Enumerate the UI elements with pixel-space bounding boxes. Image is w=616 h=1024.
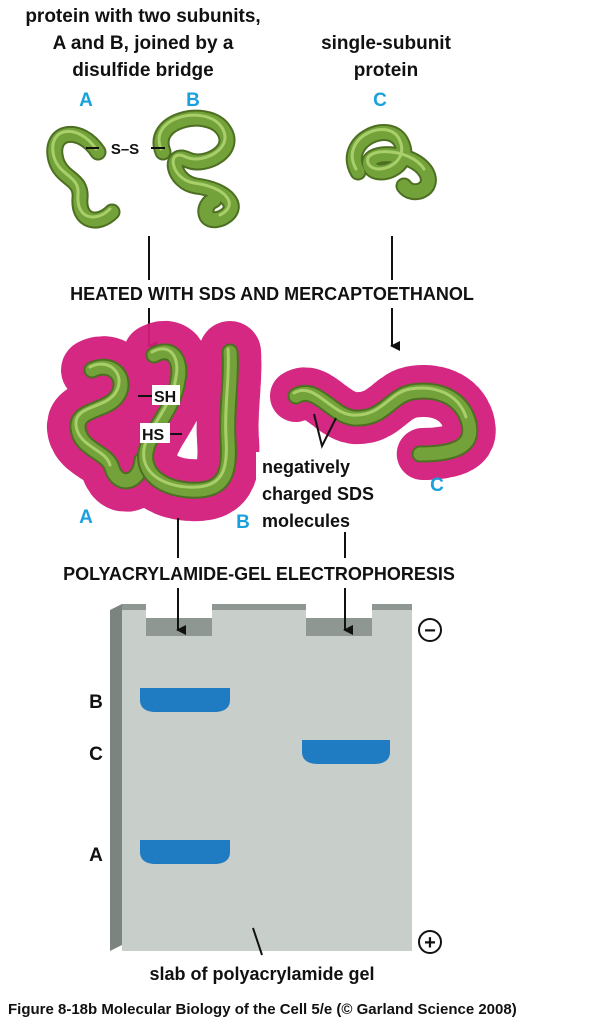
cathode-minus-icon	[418, 618, 442, 642]
top-subunit-label-a: A	[79, 90, 93, 111]
gel-caption: slab of polyacrylamide gel	[149, 964, 374, 984]
top-subunit-label-b: B	[186, 90, 200, 111]
gel-band-a	[140, 840, 230, 864]
gel-band-label-b: B	[89, 692, 103, 713]
gel-band-label-a: A	[89, 845, 103, 866]
step-heated-label: HEATED WITH SDS AND MERCAPTOETHANOL	[70, 284, 474, 304]
protein-a-unfolded	[69, 358, 151, 490]
gel-band-label-c: C	[89, 744, 103, 765]
middle-subunit-label-b: B	[236, 512, 250, 533]
protein-c-unfolded	[287, 382, 479, 463]
sds-caption-line-2: charged SDS	[262, 484, 374, 504]
sh-label-bg	[152, 385, 180, 405]
gel-front-face	[122, 610, 412, 951]
anode-plus-icon	[418, 930, 442, 954]
cathode-minus-label: −	[424, 620, 436, 642]
left-caption-line-3: disulfide bridge	[72, 60, 213, 81]
sds-caption-bg	[256, 452, 390, 534]
protein-subunit-b-folded	[152, 109, 240, 229]
step-electrophoresis-label: POLYACRYLAMIDE-GEL ELECTROPHORESIS	[63, 564, 455, 584]
left-caption-line-1: protein with two subunits,	[25, 6, 260, 27]
left-caption-line-2: A and B, joined by a	[53, 33, 234, 54]
figure-caption: Figure 8-18b Molecular Biology of the Ce…	[8, 1001, 517, 1018]
disulfide-bridge-label: S–S	[111, 141, 139, 158]
protein-subunit-a-folded	[46, 126, 121, 229]
gel-band-b	[140, 688, 230, 712]
middle-protein-label-c: C	[430, 475, 444, 496]
gel-caption-pointer	[252, 927, 263, 956]
gel-band-c	[302, 740, 390, 764]
hs-label: HS	[142, 427, 165, 444]
sds-caption-line-3: molecules	[262, 511, 350, 531]
sds-caption-line-1: negatively	[262, 457, 350, 477]
sds-pointer-lines	[313, 413, 337, 449]
anode-plus-label: +	[424, 932, 436, 954]
sh-label: SH	[154, 389, 176, 406]
hs-label-bg	[140, 423, 170, 443]
gel-top-edge	[122, 604, 412, 624]
middle-subunit-label-a: A	[79, 507, 93, 528]
protein-b-unfolded	[137, 343, 239, 499]
gel-slab	[110, 604, 412, 951]
right-caption-line-1: single-subunit	[321, 33, 452, 54]
gel-side-face	[110, 604, 122, 951]
top-protein-label-c: C	[373, 90, 387, 111]
well-right-shade	[306, 624, 372, 636]
right-caption-line-2: protein	[354, 60, 418, 81]
protein-c-folded	[345, 124, 437, 201]
